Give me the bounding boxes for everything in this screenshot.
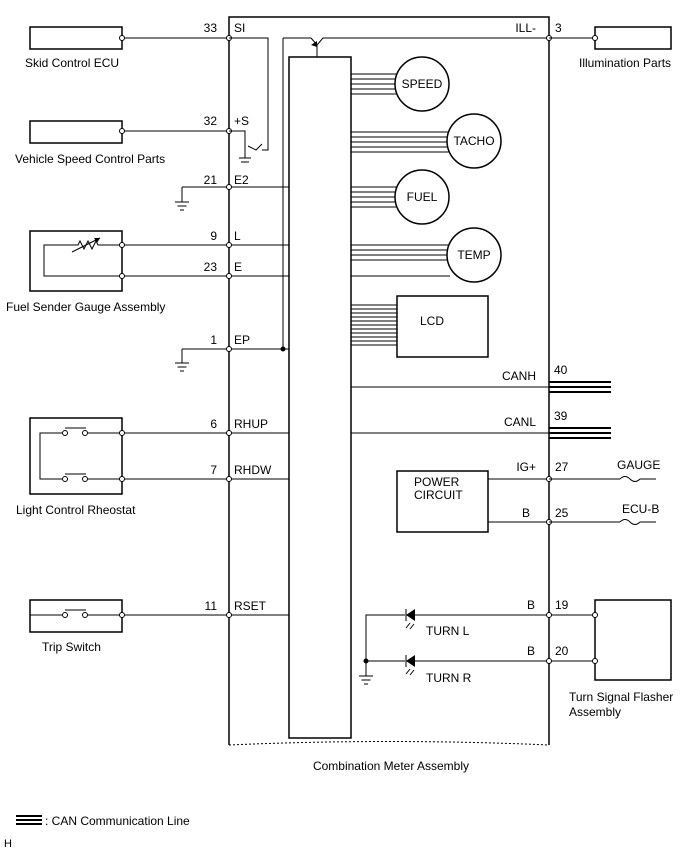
svg-text:Fuel Sender Gauge Assembly: Fuel Sender Gauge Assembly [6,300,165,314]
svg-text:CANH: CANH [502,369,536,383]
svg-text:3: 3 [555,21,562,35]
gauge-bus-lines [351,73,450,346]
combination-meter-caption: Combination Meter Assembly [313,759,469,773]
trip-switch: Trip Switch [29,599,289,654]
svg-text:1: 1 [210,333,217,347]
legend: : CAN Communication Line [16,814,190,828]
e2-ground [175,184,289,211]
left-pin-labels: 33 SI 32 +S 21 E2 9 L 23 E 1 EP 6 RHUP 7… [204,21,272,613]
svg-text:40: 40 [554,363,568,377]
turn-l-indicator: TURN L [405,609,470,638]
svg-text:Trip Switch: Trip Switch [42,640,101,654]
svg-text:Skid Control ECU: Skid Control ECU [25,56,119,70]
speed-gauge: SPEED [394,56,450,112]
svg-text:IG+: IG+ [516,460,536,474]
svg-text:Assembly: Assembly [569,705,621,719]
svg-text:RHDW: RHDW [234,463,272,477]
svg-text:: CAN Communication Line: : CAN Communication Line [45,814,190,828]
svg-text:20: 20 [555,644,569,658]
svg-text:6: 6 [210,417,217,431]
corner-mark: H [4,838,12,850]
gauge-fuse: GAUGE [549,458,660,482]
svg-text:39: 39 [554,409,568,423]
svg-text:GAUGE: GAUGE [617,458,660,472]
svg-text:TEMP: TEMP [457,248,490,262]
svg-text:19: 19 [555,598,569,612]
svg-text:E: E [234,260,242,274]
svg-text:CANL: CANL [504,415,536,429]
svg-text:+S: +S [234,114,249,128]
light-control-rheostat: Light Control Rheostat [16,417,289,517]
svg-text:Turn Signal Flasher: Turn Signal Flasher [569,690,673,704]
svg-text:Light Control Rheostat: Light Control Rheostat [16,503,136,517]
svg-text:B: B [527,598,535,612]
temp-gauge: TEMP [446,227,502,283]
svg-text:9: 9 [210,229,217,243]
svg-text:23: 23 [204,260,218,274]
tacho-gauge: TACHO [446,113,502,169]
svg-text:TURN R: TURN R [426,671,472,685]
svg-text:ILL-: ILL- [515,21,536,35]
power-circuit: POWER CIRCUIT [396,470,552,533]
can-lines [351,381,611,439]
svg-text:21: 21 [204,173,218,187]
svg-text:Vehicle Speed Control Parts: Vehicle Speed Control Parts [15,152,165,166]
svg-text:B: B [522,506,530,520]
si-speed-signal-circuit [229,35,552,349]
ecu-b-fuse: ECU-B [549,502,659,525]
svg-text:7: 7 [210,463,217,477]
skid-control-ecu: Skid Control ECU [25,26,232,70]
svg-text:11: 11 [205,599,218,613]
svg-text:RSET: RSET [234,599,267,613]
svg-text:27: 27 [555,460,569,474]
svg-text:CIRCUIT: CIRCUIT [414,488,463,502]
meter-inner-block [288,56,352,739]
svg-text:TURN L: TURN L [426,624,470,638]
svg-text:E2: E2 [234,173,249,187]
svg-text:EP: EP [234,333,250,347]
svg-text:ECU-B: ECU-B [622,502,659,516]
fuel-gauge: FUEL [394,169,450,225]
svg-text:33: 33 [204,21,218,35]
svg-text:TACHO: TACHO [453,134,494,148]
fuel-sender-gauge-assembly: Fuel Sender Gauge Assembly [6,230,289,314]
svg-text:25: 25 [555,506,569,520]
svg-text:LCD: LCD [420,314,444,328]
turn-signal-flasher-assembly: Turn Signal Flasher Assembly [546,599,673,719]
svg-text:B: B [527,644,535,658]
ep-ground [175,346,289,372]
svg-text:SI: SI [234,21,245,35]
svg-text:Illumination Parts: Illumination Parts [579,56,671,70]
svg-text:SPEED: SPEED [402,77,443,91]
svg-text:RHUP: RHUP [234,417,268,431]
svg-text:POWER: POWER [414,475,460,489]
svg-text:L: L [234,229,241,243]
turn-indicator-circuit [359,614,549,685]
lcd-display: LCD [396,295,489,358]
vehicle-speed-control-parts: Vehicle Speed Control Parts [15,120,232,166]
svg-text:FUEL: FUEL [407,190,438,204]
illumination-parts: Illumination Parts [549,26,672,70]
right-pin-labels: 3 ILL- 40 CANH 39 CANL 27 IG+ 25 B 19 B … [502,21,569,658]
svg-text:32: 32 [204,114,218,128]
turn-r-indicator: TURN R [405,655,472,685]
